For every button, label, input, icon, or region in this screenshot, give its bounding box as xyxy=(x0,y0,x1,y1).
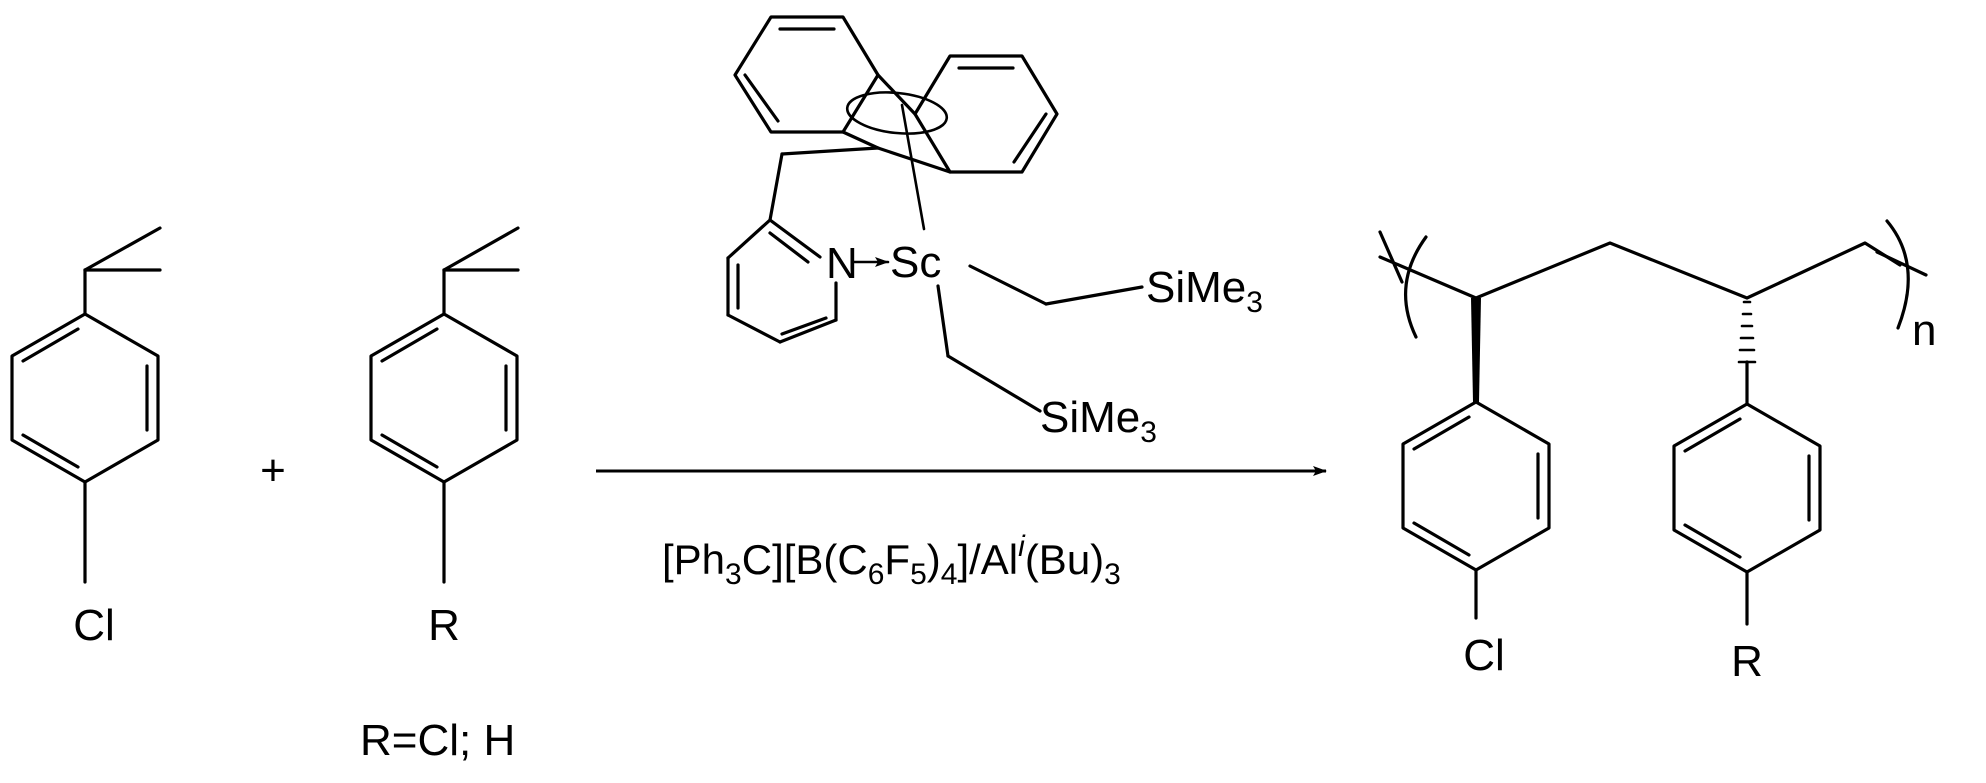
alkyl2-label: SiMe3 xyxy=(1040,393,1157,449)
repeat-unit-subscript: n xyxy=(1912,306,1936,355)
hashed-bond xyxy=(1737,300,1757,364)
reactant1-substituent-label: Cl xyxy=(73,601,115,650)
reaction-conditions: [Ph3C][B(C6F5)4]/Ali(Bu)3 xyxy=(662,530,1121,591)
reactant-substituted-styrene: R xyxy=(369,226,520,650)
plus-sign: + xyxy=(260,446,286,495)
donor-atom-label: N xyxy=(826,239,858,288)
reactant2-substituent-label: R xyxy=(428,601,460,650)
product-unit2-substituent-label: R xyxy=(1731,637,1763,686)
wedge-bond xyxy=(1471,298,1481,402)
product-unit1-substituent-label: Cl xyxy=(1463,631,1505,680)
alkyl1-label: SiMe3 xyxy=(1146,263,1263,319)
reactant-chlorostyrene: Cl xyxy=(10,226,162,650)
product-copolymer: Cl R n xyxy=(1378,219,1936,686)
r-group-definition: R=Cl; H xyxy=(360,716,515,765)
metal-label: Sc xyxy=(890,238,941,287)
catalyst-structure: N Sc SiMe3 SiMe3 xyxy=(726,15,1263,449)
